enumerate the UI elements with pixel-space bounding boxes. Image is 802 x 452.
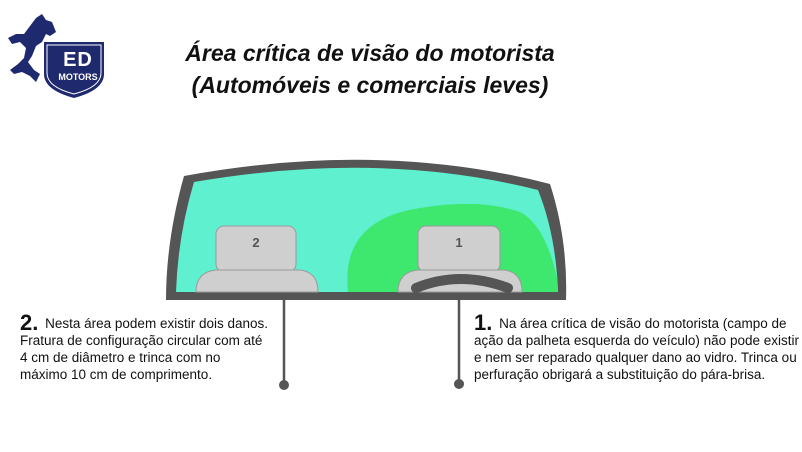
logo-text-motors: MOTORS <box>58 72 98 82</box>
note-area-1: 1. Na área crítica de visão do motorista… <box>474 312 799 383</box>
shield-icon <box>44 42 104 98</box>
page-title: Área crítica de visão do motorista <box>185 40 555 66</box>
note-2-number: 2. <box>20 310 39 335</box>
note-area-2: 2. Nesta área podem existir dois danos. … <box>20 312 270 383</box>
note-1-number: 1. <box>474 310 493 335</box>
leader-dot-1 <box>454 379 464 389</box>
leader-dot-2 <box>279 380 289 390</box>
seat-1-label: 1 <box>455 235 462 250</box>
page-subtitle: (Automóveis e comerciais leves) <box>191 72 549 98</box>
logo-text-ed: ED <box>63 49 93 71</box>
steering-wheel-icon <box>411 274 513 293</box>
ed-motors-logo: ED MOTORS <box>6 12 106 102</box>
horse-shield-emblem <box>8 14 104 98</box>
horse-icon <box>8 14 56 82</box>
seat-2-label: 2 <box>252 235 259 250</box>
note-1-text: Na área crítica de visão do motorista (c… <box>474 316 799 382</box>
note-2-text: Nesta área podem existir dois danos. Fra… <box>20 316 268 382</box>
seat-2: 2 <box>195 225 319 293</box>
